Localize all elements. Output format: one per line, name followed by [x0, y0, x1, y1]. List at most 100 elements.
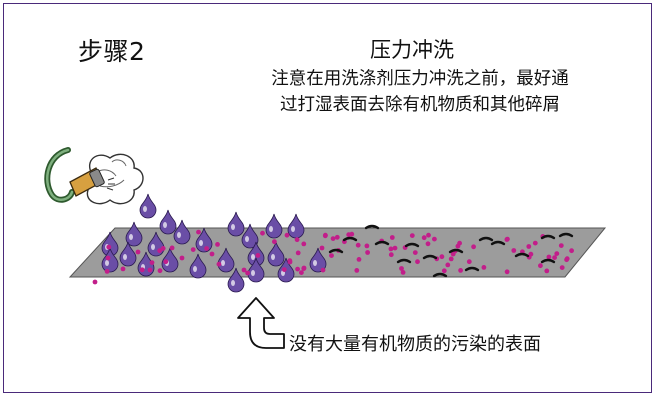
dirt-dot [260, 230, 265, 236]
debris-fleck [540, 258, 556, 264]
water-droplet-icon [139, 193, 157, 219]
dirt-dot [323, 232, 328, 238]
dirt-dot [241, 267, 247, 273]
water-droplet-icon [265, 213, 283, 239]
droplet-highlight [129, 234, 133, 240]
dirt-dot [157, 268, 163, 274]
water-droplet-icon [119, 241, 137, 267]
droplet-highlight [151, 244, 155, 250]
up-arrow-icon [237, 297, 285, 349]
dirt-dot [106, 244, 112, 250]
dirt-dot [330, 236, 336, 242]
water-droplet-icon [159, 209, 177, 235]
organic-debris [328, 224, 574, 278]
dirt-dot [544, 268, 550, 274]
dirt-dot [466, 259, 472, 265]
dirt-dot [301, 265, 307, 271]
dirt-dot [255, 253, 261, 258]
debris-fleck [514, 252, 530, 258]
dirt-dot [425, 241, 431, 247]
dirt-dot [329, 253, 334, 258]
droplet-highlight [193, 266, 197, 272]
debris-fleck [404, 242, 420, 248]
dirt-dot [139, 267, 145, 273]
dirt-dot [504, 269, 510, 275]
droplet-highlight [163, 222, 167, 228]
droplet-highlight [143, 206, 147, 212]
dirt-dot [441, 268, 447, 274]
debris-fleck [448, 248, 464, 254]
dirt-dot [445, 262, 451, 268]
droplet-highlight [271, 254, 275, 260]
dirt-dot [511, 248, 517, 253]
dirt-dot [388, 252, 394, 258]
dirt-dot [216, 261, 222, 267]
droplet-highlight [269, 226, 273, 232]
dirt-dot [272, 239, 277, 245]
surface-caption: 没有大量有机物质的污染的表面 [289, 334, 541, 355]
dirt-dot [157, 248, 163, 254]
dirt-dot [399, 266, 404, 271]
dirt-dot [409, 233, 415, 239]
droplet-highlight [313, 260, 317, 266]
droplet-highlight [177, 232, 181, 238]
water-droplet-icon [287, 213, 305, 239]
dirt-dot [179, 255, 185, 261]
pressure-washer-nozzle-icon [44, 147, 144, 205]
dirt-dot [147, 267, 153, 273]
dirt-dot [355, 242, 361, 248]
diagram-description: 注意在用洗涤剂压力冲洗之前，最好通 过打湿表面去除有机物质和其他碎屑 [212, 66, 628, 118]
water-droplet-icon [227, 267, 245, 293]
water-droplet-icon [195, 227, 213, 253]
dirt-dot [526, 244, 532, 249]
droplet-highlight [231, 224, 235, 230]
dirt-dot [389, 235, 395, 240]
description-line-2: 过打湿表面去除有机物质和其他碎屑 [280, 95, 560, 115]
dirt-dot [365, 250, 370, 255]
debris-fleck [490, 240, 506, 246]
dirt-dot [559, 265, 565, 270]
debris-fleck [464, 266, 480, 272]
dirt-dot [471, 244, 476, 250]
dirt-dot [569, 248, 574, 254]
dirt-dot [504, 237, 510, 242]
dirt-dot [392, 245, 398, 251]
dirt-dot [356, 257, 362, 262]
dirt-dot [346, 232, 352, 238]
dirt-dot [455, 243, 461, 249]
debris-fleck [342, 236, 358, 242]
dirt-dot [558, 243, 564, 249]
dirt-dot [299, 270, 304, 275]
dirt-dot [204, 246, 210, 251]
droplet-highlight [221, 260, 225, 266]
water-droplet-icon [227, 211, 245, 237]
diagram-frame [3, 3, 652, 393]
debris-fleck [328, 248, 344, 254]
droplet-highlight [251, 254, 255, 260]
water-droplet-icon [267, 241, 285, 267]
dirt-dot [450, 251, 456, 257]
description-line-1: 注意在用洗涤剂压力冲洗之前，最好通 [271, 69, 569, 89]
dirt-dots [92, 229, 574, 285]
droplet-highlight [123, 254, 127, 260]
dirt-dot [92, 279, 98, 285]
dirt-dot [564, 257, 569, 263]
dirt-dot [448, 256, 454, 262]
dirt-dot [388, 246, 394, 252]
dirt-dot [120, 266, 126, 272]
droplet-highlight [231, 280, 235, 286]
dirt-dot [295, 250, 301, 256]
dirt-dot [354, 268, 360, 273]
dirt-dot [294, 237, 300, 243]
water-droplet-icon [161, 247, 179, 273]
water-droplet-icon [173, 219, 191, 245]
dirt-dot [163, 259, 169, 265]
droplet-highlight [105, 260, 109, 266]
dirt-dot [481, 265, 487, 270]
water-droplet-icon [217, 247, 235, 273]
dirt-dot [412, 250, 418, 256]
dirt-dot [538, 263, 543, 269]
dirt-dot [149, 260, 155, 265]
droplet-highlight [199, 240, 203, 246]
